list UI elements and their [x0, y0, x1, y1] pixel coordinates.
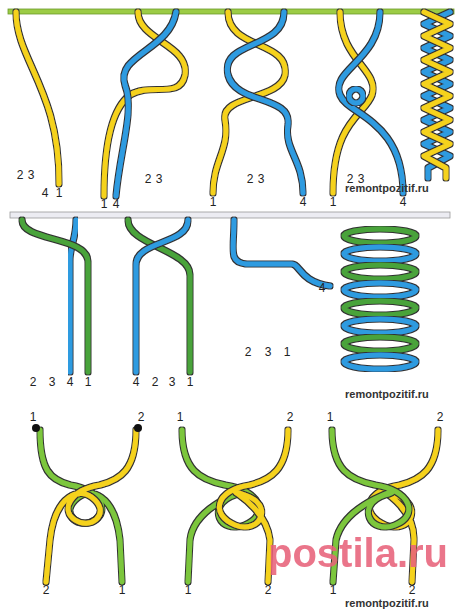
callout-number: 2 — [287, 411, 294, 423]
knot-step — [128, 220, 190, 372]
cord — [333, 12, 373, 193]
watermark: postila.ru — [268, 532, 448, 574]
cord — [233, 220, 330, 286]
callout-number: 4 — [67, 376, 74, 388]
callout-number: 1 — [85, 376, 92, 388]
callout-number: 2 — [409, 584, 416, 596]
knot-step — [16, 12, 59, 184]
callout-number: 1 — [284, 346, 291, 358]
knot-step — [233, 220, 330, 342]
callout-number: 1 — [177, 411, 184, 423]
callout-number: 2 — [145, 173, 152, 185]
cord — [46, 430, 136, 582]
loop — [344, 247, 416, 261]
callout-number: 3 — [265, 346, 272, 358]
watermark: remontpozitif.ru — [345, 183, 429, 194]
cord — [360, 220, 365, 378]
cord — [246, 220, 251, 342]
callout-number: 3 — [258, 173, 265, 185]
callout-number: 2 — [30, 376, 37, 388]
callout-number: 2 — [138, 411, 145, 423]
callout-number: 1 — [185, 584, 192, 596]
callout-number: 1 — [101, 198, 108, 210]
callout-number: 4 — [133, 376, 140, 388]
cord — [170, 220, 175, 372]
knot — [349, 89, 363, 103]
knot-step — [213, 12, 303, 193]
callout-number: 1 — [330, 196, 337, 208]
cord — [396, 220, 401, 378]
knot-step — [32, 424, 142, 582]
cord — [136, 220, 188, 372]
callout-number: 2 — [437, 411, 444, 423]
callout-number: 3 — [49, 376, 56, 388]
callout-number: 2 — [17, 169, 24, 181]
cord — [266, 220, 271, 342]
loop — [344, 229, 416, 243]
callout-number: 1 — [330, 584, 337, 596]
cord — [116, 12, 176, 196]
knot-step — [104, 12, 185, 196]
callout-number: 4 — [42, 187, 49, 199]
callout-number: 3 — [156, 173, 163, 185]
callout-number: 1 — [327, 411, 334, 423]
pin — [134, 424, 142, 432]
cord — [16, 12, 59, 184]
callout-number: 2 — [152, 376, 159, 388]
cord — [104, 12, 185, 196]
cord — [339, 12, 403, 193]
knot-chain — [344, 220, 416, 378]
cord — [50, 220, 55, 372]
watermark: remontpozitif.ru — [345, 598, 429, 609]
callout-number: 4 — [400, 196, 407, 208]
loop — [344, 301, 416, 315]
loop — [344, 355, 416, 369]
cord — [248, 12, 253, 170]
callout-number: 2 — [247, 173, 254, 185]
loop — [344, 265, 416, 279]
callout-number: 1 — [119, 584, 126, 596]
callout-number: 1 — [187, 376, 194, 388]
holding-bar — [10, 212, 450, 218]
callout-number: 3 — [169, 376, 176, 388]
cord — [424, 12, 450, 178]
callout-number: 4 — [113, 198, 120, 210]
callout-number: 1 — [56, 187, 63, 199]
callout-number: 4 — [319, 282, 326, 294]
cord — [414, 220, 419, 378]
watermark: remontpozitif.ru — [345, 389, 429, 400]
callout-number: 2 — [265, 584, 272, 596]
loop — [344, 319, 416, 333]
knot-step — [333, 12, 403, 193]
cord — [227, 12, 303, 193]
cord — [43, 12, 48, 184]
loop — [344, 337, 416, 351]
cord — [128, 220, 190, 372]
cord — [22, 220, 88, 372]
pin — [32, 424, 40, 432]
knot-sennit — [424, 12, 450, 178]
callout-number: 3 — [28, 169, 35, 181]
knot-step — [22, 220, 88, 372]
callout-number: 1 — [30, 411, 37, 423]
callout-number: 2 — [245, 346, 252, 358]
callout-number: 4 — [300, 196, 307, 208]
cord — [31, 220, 36, 372]
callout-number: 2 — [43, 584, 50, 596]
cord — [342, 220, 347, 378]
cord — [424, 12, 450, 178]
cord — [40, 430, 122, 582]
cord — [285, 220, 290, 342]
loop — [344, 283, 416, 297]
callout-number: 1 — [210, 196, 217, 208]
cord — [29, 12, 34, 166]
holding-bar — [8, 9, 454, 14]
